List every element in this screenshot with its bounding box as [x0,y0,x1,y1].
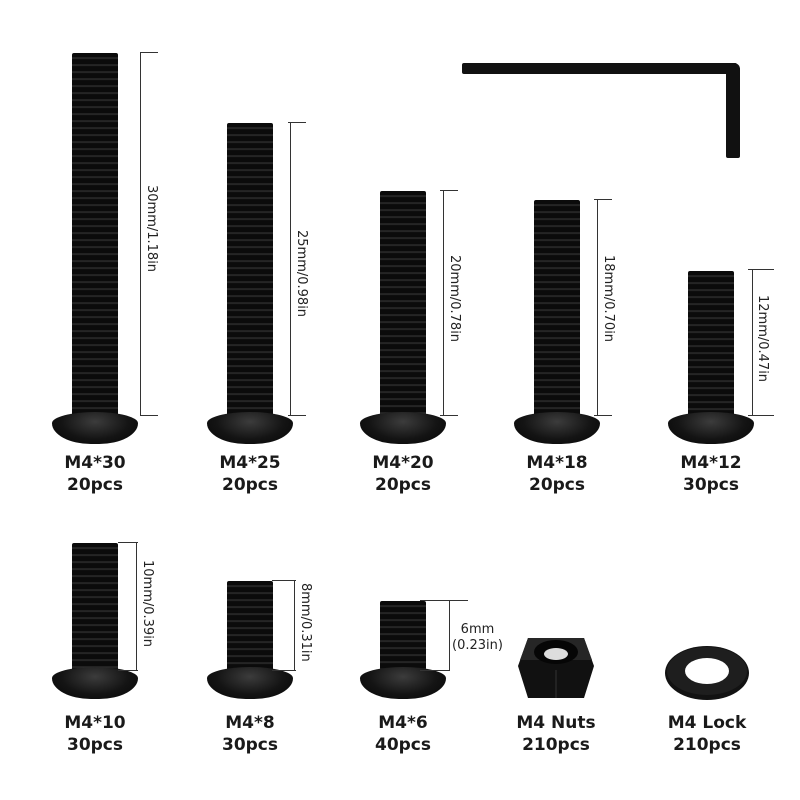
dimension-line [440,415,458,416]
screw-m4x30 [50,50,140,445]
dimension-line [752,269,753,416]
dimension-line [140,415,158,416]
lock-washer [664,645,750,701]
dimension-text: 10mm/0.39in [140,560,155,648]
screw-m4x12 [666,268,756,445]
screw-m4x8 [205,578,295,700]
dimension-text: 25mm/0.98in [294,230,309,318]
dimension-line [748,415,774,416]
dimension-text: 12mm/0.47in [755,295,770,383]
dimension-line [118,542,138,543]
dimension-line [288,122,306,123]
screw-m4x18 [512,197,602,445]
dimension-line [594,199,612,200]
dimension-line [597,199,598,416]
dimension-line [294,580,295,671]
dimension-line [420,600,468,601]
dimension-text: 20mm/0.78in [447,255,462,343]
dimension-line [272,580,296,581]
dimension-text: 30mm/1.18in [144,185,159,273]
dimension-line [440,190,458,191]
dimension-line [140,52,158,53]
dimension-text: 6mm(0.23in) [452,622,503,653]
dimension-line [140,52,141,416]
dimension-line [449,600,450,671]
screw-m4x20 [358,188,448,445]
screw-m4x25 [205,120,295,445]
dimension-line [420,670,450,671]
dimension-line [136,542,137,671]
hex-nut [516,630,596,702]
screw-m4x6 [358,598,448,700]
dimension-line [272,670,296,671]
dimension-line [443,190,444,416]
dimension-line [594,415,612,416]
dimension-line [288,415,306,416]
dimension-line [290,122,291,416]
hex-key-wrench [462,60,742,160]
dimension-line [118,670,138,671]
dimension-line [748,269,774,270]
dimension-text: 8mm/0.31in [298,583,313,662]
screw-m4x10 [50,540,140,700]
dimension-text: 18mm/0.70in [601,255,616,343]
